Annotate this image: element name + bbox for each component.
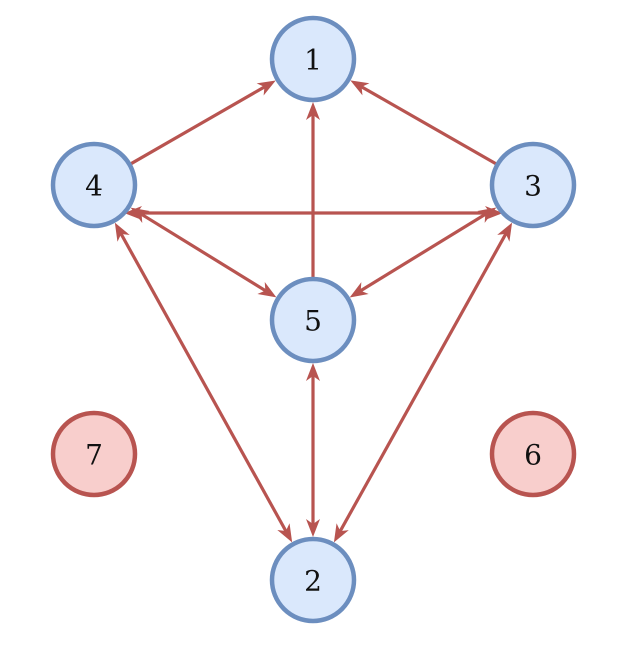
node-4: 4	[50, 141, 138, 229]
edge-4-to-1	[130, 80, 276, 165]
node-circle	[50, 141, 138, 229]
node-circle	[269, 276, 357, 364]
edge-line	[337, 230, 509, 535]
edge-arrowhead	[349, 282, 369, 298]
node-label: 4	[85, 170, 103, 203]
node-label: 7	[85, 439, 103, 472]
edge-arrowhead	[350, 80, 370, 96]
edge-arrowhead	[306, 102, 320, 120]
node-6: 6	[489, 410, 577, 498]
edge-arrowhead	[130, 207, 150, 223]
edge-arrowhead	[333, 523, 349, 543]
edge-4-to-5	[130, 207, 277, 298]
node-7: 7	[50, 410, 138, 498]
edge-line	[138, 211, 269, 294]
node-circle	[489, 410, 577, 498]
node-circle	[269, 536, 357, 624]
edge-arrowhead	[277, 523, 293, 543]
edge-arrowhead	[256, 80, 276, 96]
node-label: 6	[524, 439, 542, 472]
edge-line	[118, 230, 289, 535]
edge-5-to-2	[306, 363, 320, 537]
edges-layer	[114, 80, 513, 543]
node-5: 5	[269, 276, 357, 364]
node-circle	[269, 15, 357, 103]
node-3: 3	[489, 141, 577, 229]
edge-line	[358, 83, 497, 166]
node-2: 2	[269, 536, 357, 624]
edge-4-to-2	[114, 222, 293, 543]
edge-5-to-1	[306, 102, 320, 277]
edge-3-to-2	[333, 222, 513, 543]
node-label: 3	[524, 170, 542, 203]
nodes-layer: 1 2 3 4 5 6 7	[50, 15, 577, 624]
edge-arrowhead	[257, 282, 277, 298]
edge-arrowhead	[306, 519, 320, 537]
node-circle	[489, 141, 577, 229]
node-label: 2	[304, 565, 322, 598]
edge-3-to-5	[349, 207, 497, 298]
edge-line	[130, 84, 268, 165]
edge-line	[357, 211, 489, 294]
node-circle	[50, 410, 138, 498]
edge-3-to-1	[350, 80, 497, 166]
edge-arrowhead	[114, 222, 130, 242]
edge-arrowhead	[497, 222, 513, 242]
node-label: 5	[304, 305, 322, 338]
edge-arrowhead	[306, 363, 320, 381]
edge-arrowhead	[477, 207, 497, 223]
node-1: 1	[269, 15, 357, 103]
node-label: 1	[304, 44, 322, 77]
